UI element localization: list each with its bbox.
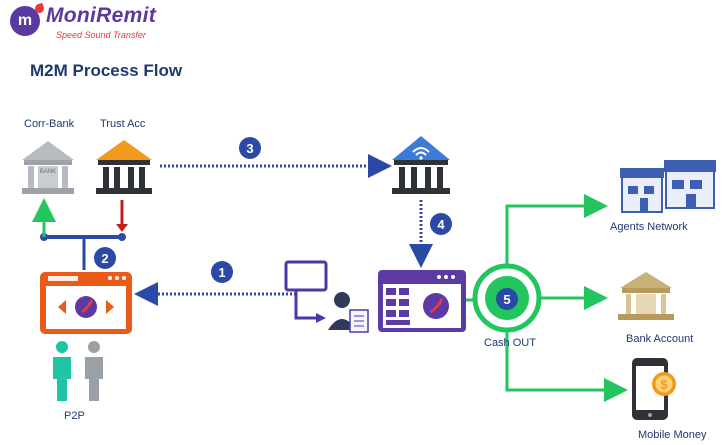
operator-icon [284,260,369,333]
bank-account-label: Bank Account [626,333,694,345]
corr-bank-icon: BANK [22,141,74,194]
p2p-label: P2P [64,410,85,422]
svg-text:2: 2 [101,251,108,266]
wifi-icon [412,147,430,153]
central-bank-icon [392,136,450,194]
svg-text:3: 3 [246,141,253,156]
bank-account-icon [618,272,674,320]
corr-bank-label: Corr-Bank [24,118,75,130]
step-badge-3: 3 [239,137,261,159]
page-title: M2M Process Flow [30,61,183,80]
trust-acc-bank-icon [96,140,152,194]
p2p-app-window-icon [40,272,132,334]
svg-text:4: 4 [437,217,445,232]
mobile-money-label: Mobile Money [638,429,707,441]
brand-logo: m MoniRemit Speed Sound Transfer [10,4,180,42]
person-icon [53,341,103,401]
agents-network-label: Agents Network [610,221,688,233]
step-badge-2: 2 [94,247,116,269]
platform-window-icon [378,270,466,332]
mobile-money-icon: $ [632,358,676,420]
store-icon [620,160,716,213]
brand-name: MoniRemit [46,4,157,27]
brand-tagline: Speed Sound Transfer [56,30,146,40]
coin-icon: $ [652,372,676,396]
svg-text:$: $ [660,377,668,392]
cash-out-label: Cash OUT [484,337,536,349]
corr-bank-building-text: BANK [40,169,56,175]
trust-acc-label: Trust Acc [100,118,146,130]
step-badge-4: 4 [430,213,452,235]
step-badge-5: 5 [496,288,518,310]
step-badge-1: 1 [211,261,233,283]
svg-text:1: 1 [218,265,225,280]
svg-text:5: 5 [503,292,510,307]
logo-mark-icon: m [10,6,40,36]
